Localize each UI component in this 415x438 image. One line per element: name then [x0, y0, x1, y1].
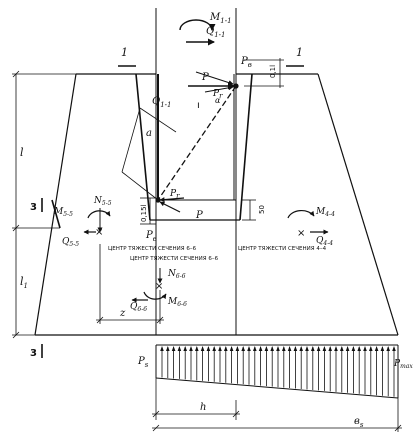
cg-5-5-caption: ЦЕНТР ТЯЖЕСТИ СЕЧЕНИЯ 6–6	[108, 246, 197, 252]
pressure-arrow-head	[369, 346, 373, 351]
section-4-4-forces: ×	[287, 209, 329, 239]
force-pr-bot-label: Pr	[169, 189, 180, 200]
section-5-5-forces: ×	[83, 208, 111, 238]
dim-015l-label: 0,15l	[140, 204, 148, 222]
shear-5-5-label: Q5-5	[62, 237, 79, 248]
pressure-arrow-head	[253, 346, 257, 351]
pressure-arrow-head	[299, 346, 303, 351]
dim-l1-label: l1	[20, 275, 28, 290]
dim-bs-label: вs	[354, 416, 364, 429]
pressure-arrow-head	[171, 346, 176, 351]
pressure-arrow-head	[200, 346, 205, 351]
pressure-arrow-head	[276, 346, 280, 351]
pressure-arrow-head	[264, 346, 269, 351]
shear-4-4-label: Q4-4	[316, 236, 333, 247]
pressure-arrow-head	[177, 346, 182, 351]
bottom-force-group	[155, 197, 185, 213]
shear-1-1-top-label: Q1-1	[206, 26, 225, 39]
soil-pressure-diagram	[155, 344, 399, 399]
pressure-arrow-head	[241, 346, 245, 351]
cg-4-4-caption: ЦЕНТР ТЯЖЕСТИ СЕЧЕНИЯ 4–4	[238, 246, 327, 252]
pressure-arrow-head	[328, 346, 332, 351]
dim-01l-top-label: 0,1l	[269, 65, 277, 78]
pressure-arrow-head	[345, 346, 350, 351]
alpha-label: α	[215, 96, 221, 105]
pressure-arrow-head	[258, 346, 263, 351]
cg-6-6-caption: ЦЕНТР ТЯЖЕСТИ СЕЧЕНИЯ 6–6	[130, 256, 219, 262]
pressure-arrow-head	[340, 346, 344, 351]
pressure-arrow-head	[311, 346, 315, 351]
pressure-arrow-head	[229, 346, 234, 351]
force-p-top-label: P	[201, 72, 209, 83]
pressure-arrow-head	[224, 346, 228, 351]
dim-50	[242, 199, 256, 221]
pressure-arrow-head	[206, 346, 211, 351]
dim-z-label: z	[119, 308, 126, 319]
section-1-right-label: 1	[296, 46, 303, 59]
section-1-left-label: 1	[121, 46, 128, 59]
pressure-arrow-head	[235, 346, 240, 351]
pressure-arrow-head	[287, 346, 292, 351]
pressure-arrow-head	[316, 346, 321, 351]
force-p-bot-label: P	[195, 210, 203, 221]
section-6-6-forces: ×	[131, 268, 167, 303]
pressure-ps-label: Ps	[137, 356, 149, 369]
moment-1-1-label: M1-1	[209, 12, 232, 25]
pressure-arrow-head	[218, 346, 222, 351]
moment-5-5-label: M5-5	[53, 207, 73, 218]
shear-6-6-label: Q6-6	[130, 302, 147, 313]
pressure-arrow-head	[380, 346, 385, 351]
pressure-arrow-head	[282, 346, 286, 351]
dim-l-left	[12, 70, 76, 339]
svg-text:×: ×	[95, 227, 103, 238]
dim-h-label: h	[200, 402, 206, 413]
pressure-arrow-head	[212, 346, 216, 351]
dim-h-bs	[152, 378, 402, 432]
svg-text:×: ×	[297, 228, 305, 239]
column-and-glass	[135, 8, 253, 335]
dim-01l-top	[244, 58, 284, 88]
pressure-arrow-head	[189, 346, 193, 351]
pressure-arrow-head	[374, 346, 379, 351]
pressure-arrow-head	[392, 346, 396, 351]
force-pb-top-label: Pв	[240, 56, 252, 69]
pressure-arrow-head	[195, 346, 199, 351]
pressure-arrow-head	[183, 346, 187, 351]
dim-z	[96, 244, 164, 324]
normal-6-6-label: N6-6	[167, 269, 186, 280]
pressure-arrow-head	[270, 346, 274, 351]
pressure-arrow-head	[386, 346, 390, 351]
dim-a-label: a	[146, 128, 152, 139]
pressure-arrow-head	[293, 346, 298, 351]
section-3-top-label: 3	[30, 202, 37, 213]
dim-i-top-label: ı	[197, 100, 200, 111]
section-3-bottom-label: 3	[30, 348, 37, 359]
pressure-arrows	[160, 346, 396, 397]
shear-1-1-diag-label: Q1-1	[152, 96, 171, 109]
pressure-arrow-head	[305, 346, 309, 351]
pressure-arrow-head	[357, 346, 361, 351]
force-pr-top-label: Pr	[212, 89, 223, 100]
pressure-arrow-head	[351, 346, 356, 351]
moment-4-4-label: M4-4	[315, 207, 335, 218]
force-pb-bot-label: Pв	[145, 230, 157, 243]
moment-1-1-arrow	[179, 19, 216, 31]
pressure-arrow-head	[166, 346, 170, 351]
pressure-arrow-head	[160, 346, 164, 351]
pressure-arrow-head	[363, 346, 367, 351]
foundation-outline	[34, 73, 399, 336]
pressure-pmax-label: Pmax	[393, 359, 413, 370]
dim-l-label: l	[20, 146, 24, 159]
pressure-arrow-head	[247, 346, 251, 351]
diagonal-strut	[121, 85, 237, 201]
pressure-arrow-head	[334, 346, 338, 351]
moment-6-6-label: M6-6	[167, 297, 187, 308]
normal-5-5-label: N5-5	[93, 196, 112, 207]
svg-text:×: ×	[155, 281, 163, 292]
dim-50-label: 50	[258, 205, 266, 214]
pressure-arrow-head	[322, 346, 327, 351]
dim-015l	[140, 197, 156, 225]
